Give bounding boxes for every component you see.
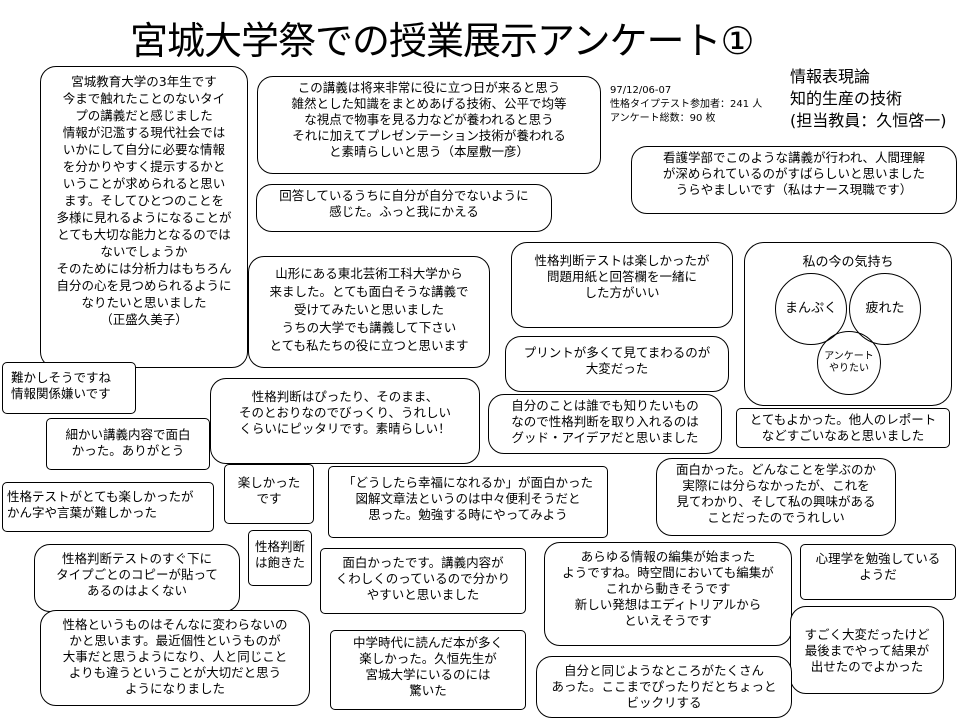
feeling-survey-circle: アンケート やりたい <box>817 331 881 395</box>
comment-box: 宮城教育大学の3年生です 今まで触れたことのないタイ プの講義だと感じました 情… <box>40 66 248 368</box>
feeling-full-circle: まんぷく <box>775 273 847 345</box>
comment-box: 自分と同じようなところがたくさん あった。ここまでぴったりだとちょっと ビックリ… <box>536 656 792 718</box>
comment-box: プリントが多くて見てまわるのが 大変だった <box>505 336 729 392</box>
survey-total: アンケート総数：90 枚 <box>610 113 716 124</box>
comment-box: 自分のことは誰でも知りたいもの なので性格判断を取り入れるのは グッド・アイデア… <box>488 394 722 454</box>
comment-box: 楽しかった です <box>224 464 314 524</box>
comment-box: 細かい講義内容で面白 かった。ありがとう <box>46 418 210 470</box>
comment-box: 難かしそうですね 情報関係嫌いです <box>2 362 136 414</box>
comment-box: 性格判断テストは楽しかったが 問題用紙と回答欄を一緒に した方がいい <box>511 242 733 328</box>
course-instructor: (担当教員：久恒啓一) <box>790 111 947 130</box>
comment-box: 山形にある東北芸術工科大学から 来ました。とても面白そうな講義で 受けてみたいと… <box>248 256 490 368</box>
comment-box: 性格判断はぴったり、そのまま、 そのとおりなのでびっくり、うれしい くらいにピッ… <box>210 378 480 464</box>
course-info: 情報表現論 知的生産の技術 (担当教員：久恒啓一) <box>790 66 955 132</box>
comment-box: とてもよかった。他人のレポート などすごいなあと思いました <box>736 408 950 448</box>
comment-box: 「どうしたら幸福になれるか」が面白かった 図解文章法というのは中々便利そうだと … <box>328 466 608 538</box>
comment-box: 看護学部でこのような講義が行われ、人間理解 が深められているのがすばらしいと思い… <box>631 146 957 214</box>
comment-box: 面白かったです。講義内容が くわしくのっているので分かり やすいと思いました <box>320 548 526 614</box>
comment-box: この講義は将来非常に役に立つ日が来ると思う 雑然とした知識をまとめあげる技術、公… <box>257 76 601 174</box>
comment-box: 心理学を勉強している ようだ <box>800 544 956 600</box>
survey-date: 97/12/06-07 <box>610 85 672 96</box>
comment-box: 中学時代に読んだ本が多く 楽しかった。久恒先生が 宮城大学にいるのには 驚いた <box>330 630 526 710</box>
comment-box: 性格判断 は飽きた <box>248 530 312 586</box>
comment-box: 性格というものはそんなに変わらないの かと思います。最近個性というものが 大事だ… <box>40 610 310 706</box>
feeling-tired-circle: 疲れた <box>849 273 921 345</box>
comment-box: 性格テストがとても楽しかったが かん字や言葉が難しかった <box>2 482 214 532</box>
comment-box: あらゆる情報の編集が始まった ようですね。時空間においても編集が これから動きそ… <box>544 542 792 646</box>
feelings-title: 私の今の気持ち <box>802 255 894 270</box>
page-title: 宮城大学祭での授業展示アンケート① <box>130 19 755 63</box>
comment-box: 面白かった。どんなことを学ぶのか 実際には分らなかったが、これを 見てわかり、そ… <box>656 458 896 536</box>
comment-box: 回答しているうちに自分が自分でないように 感じた。ふっと我にかえる <box>256 184 552 232</box>
participant-count: 性格タイプテスト参加者：241 人 <box>610 99 763 110</box>
course-subtitle: 知的生産の技術 <box>790 89 903 108</box>
comment-box: すごく大変だったけど 最後までやって結果が 出せたのでよかった <box>790 606 944 694</box>
comment-box: 性格判断テストのすぐ下に タイプごとのコピーが貼って あるのはよくない <box>34 544 240 612</box>
feelings-diagram: 私の今の気持ち まんぷく 疲れた アンケート やりたい <box>744 242 952 406</box>
course-name: 情報表現論 <box>790 67 871 86</box>
